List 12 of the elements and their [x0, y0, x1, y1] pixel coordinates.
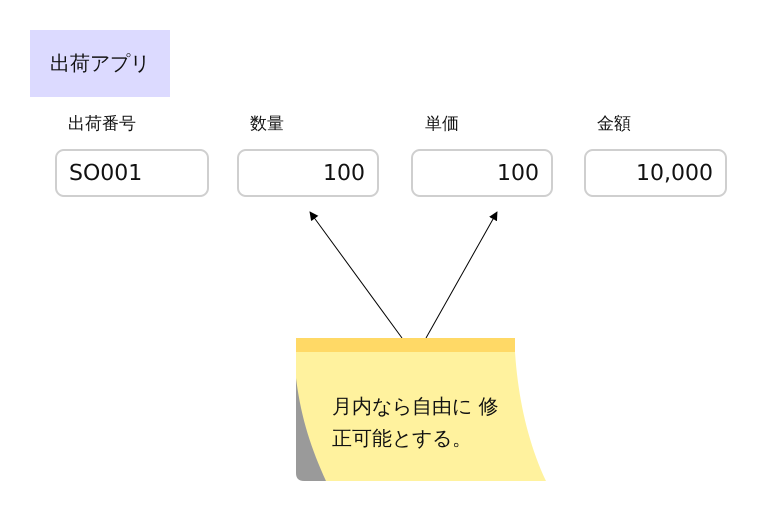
field-label: 数量 [250, 113, 284, 135]
arrow [309, 211, 402, 338]
input-field: SO001 [55, 149, 209, 197]
field-label: 出荷番号 [68, 113, 136, 135]
input-field: 100 [237, 149, 379, 197]
input-field: 100 [411, 149, 553, 197]
input-field: 10,000 [584, 149, 727, 197]
arrow [426, 211, 498, 338]
field-label: 金額 [597, 113, 631, 135]
field-label: 単価 [425, 113, 459, 135]
note-text: 月内なら自由に 修正可能とする。 [332, 393, 500, 452]
title-box: 出荷アプリ [30, 30, 170, 97]
